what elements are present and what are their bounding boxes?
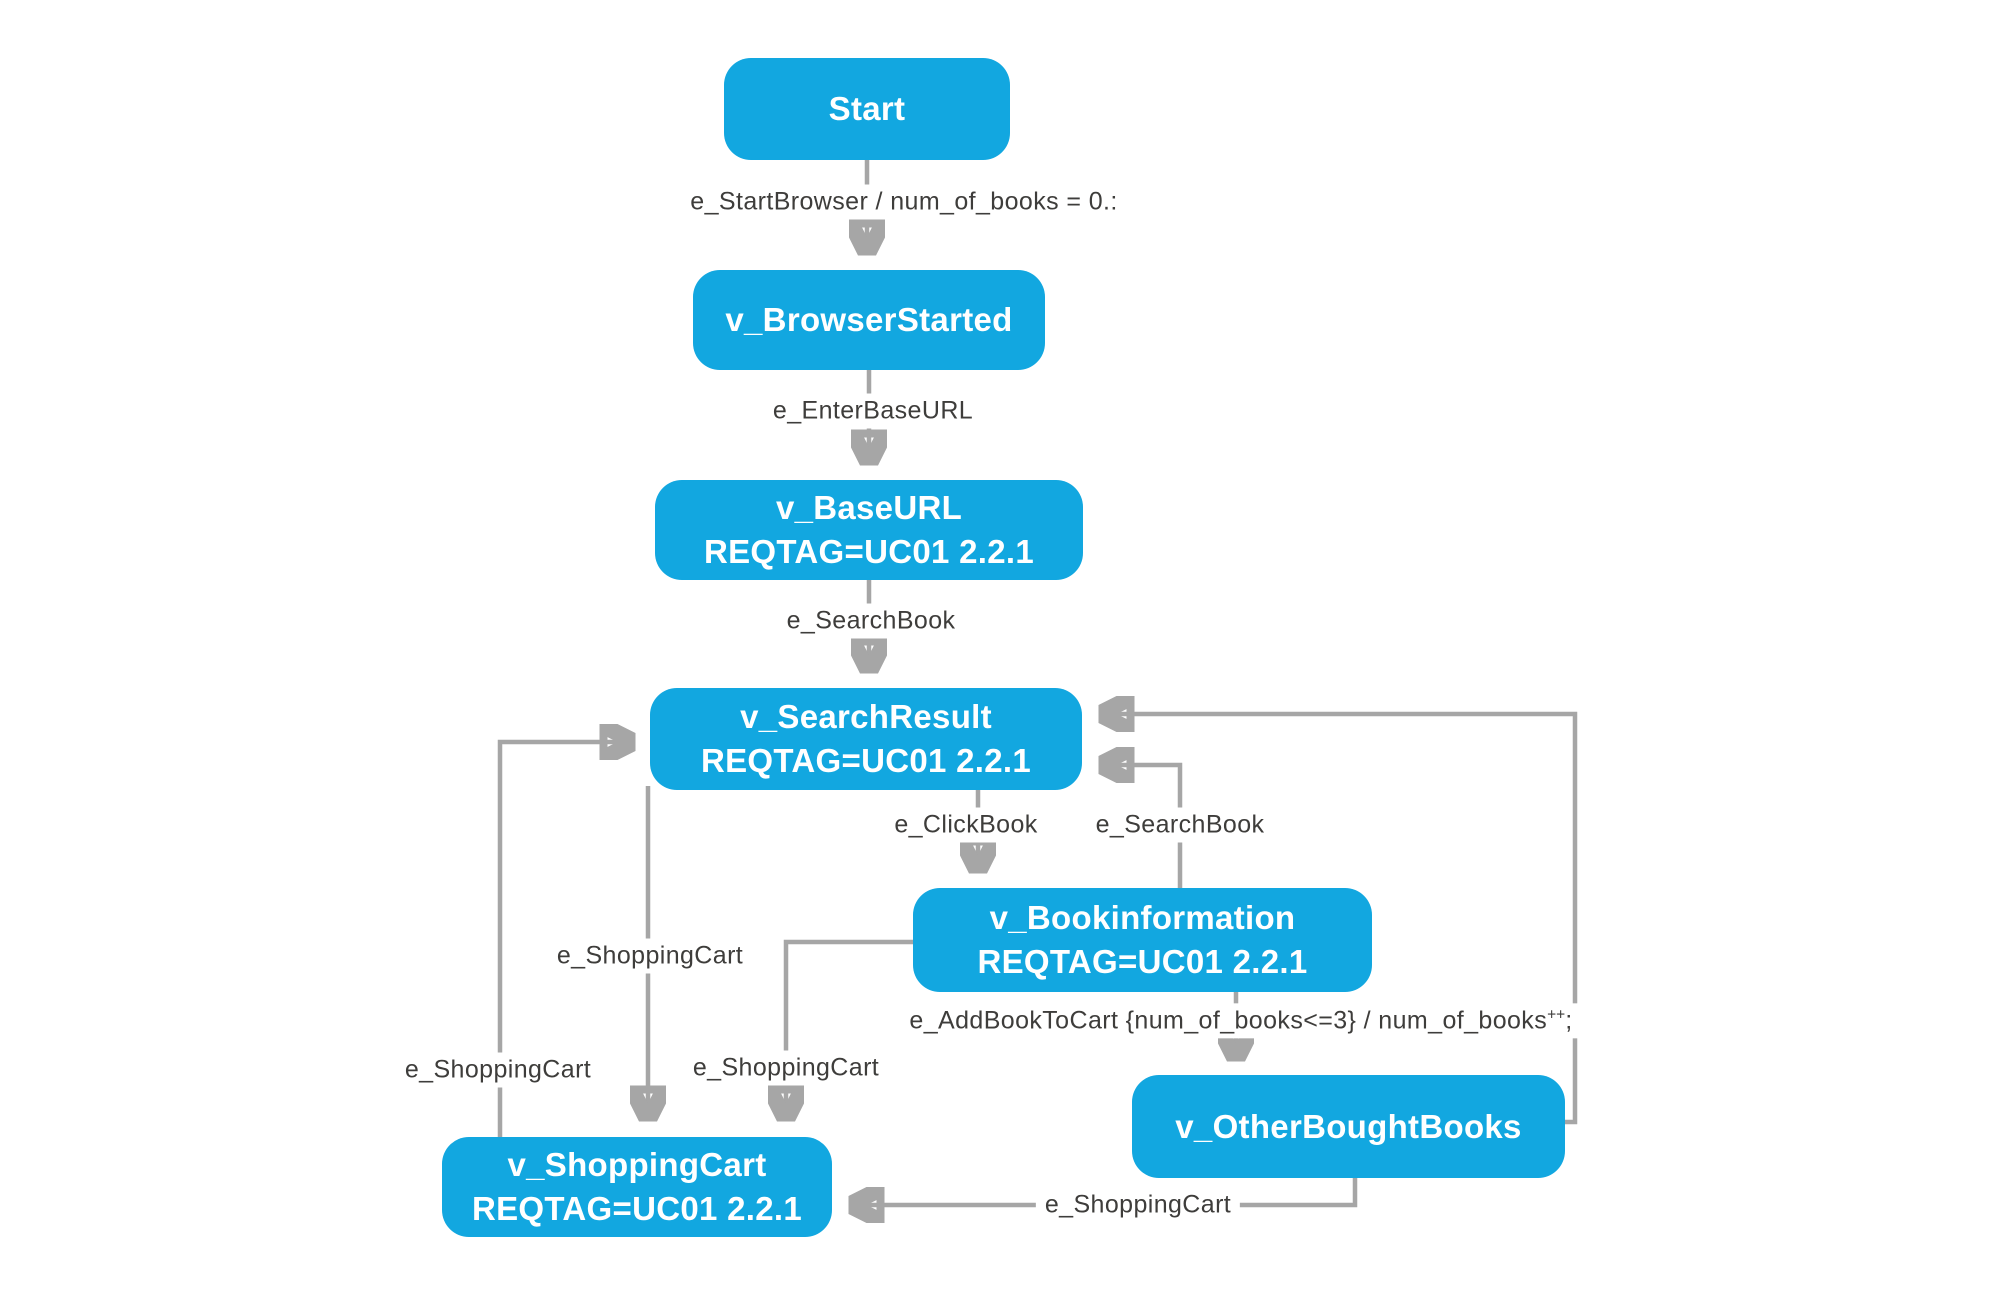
node-other-bought-books: v_OtherBoughtBooks: [1132, 1075, 1565, 1178]
edge-bookinfo-to-cart: [786, 939, 913, 1116]
node-search-result: v_SearchResult REQTAG=UC01 2.2.1: [650, 688, 1082, 790]
edge-label-add-book-sup: ++: [1547, 1006, 1566, 1024]
edge-cart-to-searchresult: [497, 742, 630, 1137]
node-label: v_SearchResult: [740, 698, 992, 736]
node-shopping-cart: v_ShoppingCart REQTAG=UC01 2.2.1: [442, 1137, 832, 1237]
edge-label-shopping-cart-4: e_ShoppingCart: [1035, 1187, 1241, 1223]
node-label: v_ShoppingCart: [507, 1146, 767, 1184]
node-base-url: v_BaseURL REQTAG=UC01 2.2.1: [655, 480, 1083, 580]
node-label: v_BaseURL: [775, 489, 963, 527]
node-label: v_BrowserStarted: [725, 301, 1013, 339]
edge-label-shopping-cart-1: e_ShoppingCart: [547, 938, 753, 974]
node-reqtag: REQTAG=UC01 2.2.1: [471, 1190, 803, 1227]
edge-label-search-book-1: e_SearchBook: [777, 603, 965, 639]
edge-label-start-browser: e_StartBrowser / num_of_books = 0.:: [681, 184, 1127, 220]
node-label: Start: [828, 90, 906, 128]
edge-label-add-book-post: ;: [1565, 1006, 1573, 1035]
edge-label-add-book-pre: e_AddBookToCart {num_of_books<=3} / num_…: [909, 1006, 1548, 1035]
node-reqtag: REQTAG=UC01 2.2.1: [977, 943, 1308, 980]
node-browser-started: v_BrowserStarted: [693, 270, 1045, 370]
edge-label-shopping-cart-3: e_ShoppingCart: [683, 1050, 889, 1086]
edge-bookinfo-to-searchresult: [1104, 765, 1183, 888]
edge-label-click-book: e_ClickBook: [885, 807, 1047, 843]
node-book-information: v_Bookinformation REQTAG=UC01 2.2.1: [913, 888, 1372, 992]
edge-label-search-book-2: e_SearchBook: [1086, 807, 1274, 843]
edge-otherbooks-to-cart: [854, 1178, 1358, 1205]
edge-label-add-book-to-cart: e_AddBookToCart {num_of_books<=3} / num_…: [900, 1003, 1582, 1039]
edge-label-shopping-cart-2: e_ShoppingCart: [395, 1052, 601, 1088]
node-label: v_Bookinformation: [989, 899, 1296, 937]
node-reqtag: REQTAG=UC01 2.2.1: [700, 742, 1032, 779]
node-start: Start: [724, 58, 1010, 160]
node-reqtag: REQTAG=UC01 2.2.1: [703, 533, 1035, 570]
edge-label-enter-base-url: e_EnterBaseURL: [763, 393, 983, 429]
node-label: v_OtherBoughtBooks: [1175, 1107, 1522, 1145]
edge-otherbooks-to-searchresult: [1104, 714, 1578, 1125]
